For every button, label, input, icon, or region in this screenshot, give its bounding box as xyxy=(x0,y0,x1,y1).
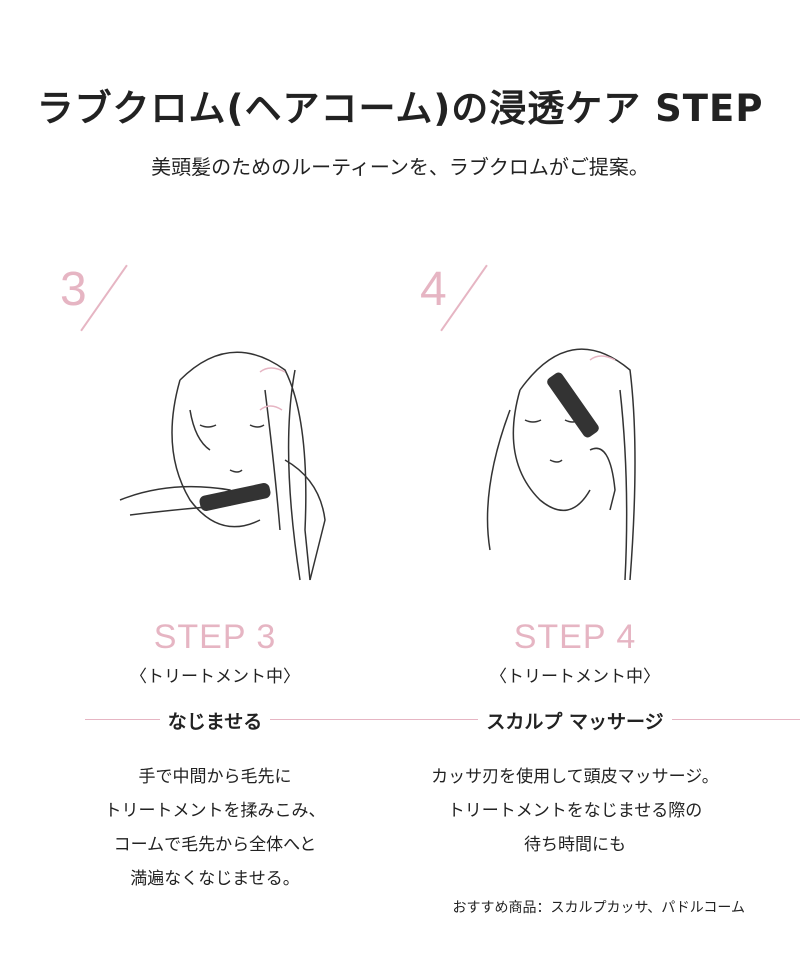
recommended-products: おすすめ商品：スカルプカッサ、パドルコーム xyxy=(452,900,745,916)
step-heading-text: なじませる xyxy=(159,711,271,733)
slash-divider xyxy=(80,264,128,332)
step-label: STEP 4 xyxy=(513,618,637,656)
step-description: 手で中間から毛先に トリートメントを揉みこみ、 コームで毛先から全体へと 満遍な… xyxy=(35,760,395,896)
step-description: カッサ刃を使用して頭皮マッサージ。 トリートメントをなじませる際の 待ち時間にも xyxy=(395,760,755,862)
description-line: トリートメントを揉みこみ、 xyxy=(104,801,326,821)
step-heading: なじませる xyxy=(35,707,395,734)
woman-scalp-massage-illustration xyxy=(486,348,636,581)
page-title: ラブクロム(ヘアコーム)の浸透ケア STEP xyxy=(36,87,764,130)
woman-combing-hair-illustration xyxy=(119,351,326,581)
step-heading-text: スカルプ マッサージ xyxy=(478,711,672,733)
description-line: トリートメントをなじませる際の xyxy=(447,801,703,821)
page-subtitle: 美頭髪のためのルーティーンを、ラブクロムがご提案。 xyxy=(151,155,649,179)
step-number: 4 xyxy=(420,263,447,316)
slash-divider xyxy=(440,264,488,332)
description-line: コームで毛先から全体へと xyxy=(113,835,317,855)
description-line: 待ち時間にも xyxy=(524,835,626,855)
step-phase: 〈トリートメント中〉 xyxy=(490,667,660,687)
step-phase: 〈トリートメント中〉 xyxy=(130,667,300,687)
description-line: 手で中間から毛先に xyxy=(138,767,292,787)
step-label: STEP 3 xyxy=(153,618,277,656)
step-number: 3 xyxy=(60,263,87,316)
description-line: カッサ刃を使用して頭皮マッサージ。 xyxy=(431,767,719,787)
description-line: 満遍なくなじませる。 xyxy=(130,869,300,889)
step-heading: スカルプ マッサージ xyxy=(395,707,755,734)
pink-divider-line xyxy=(85,719,800,720)
